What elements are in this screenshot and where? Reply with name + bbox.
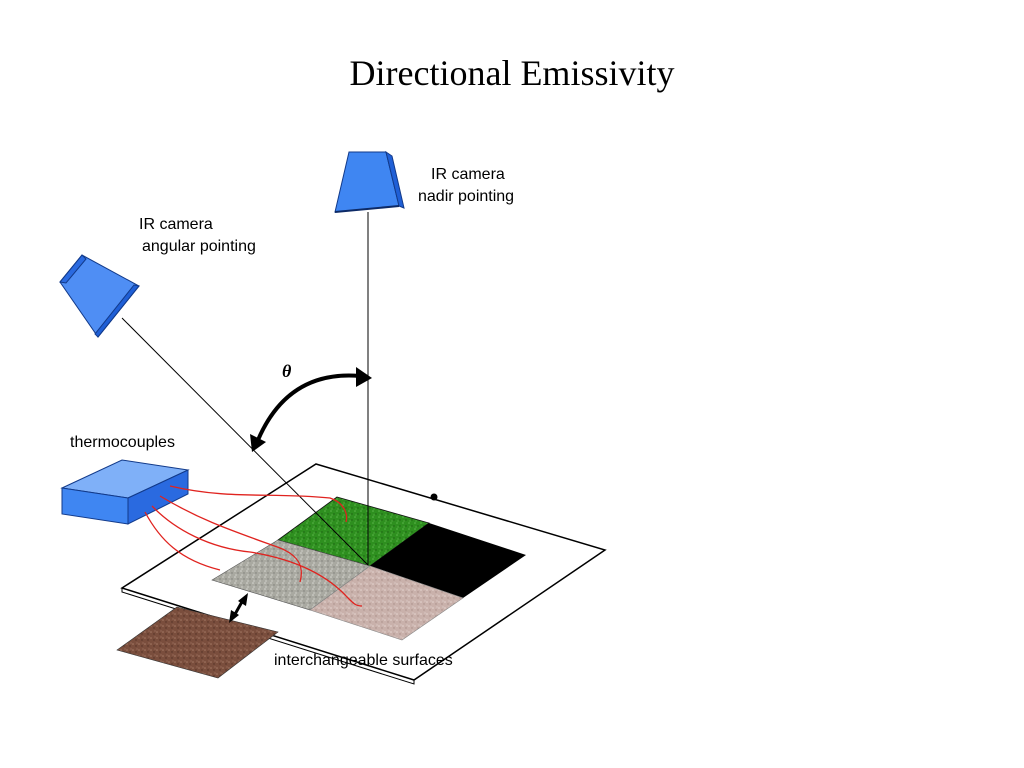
nadir-camera-label-line1: IR camera bbox=[431, 166, 505, 183]
brown-surface bbox=[116, 606, 279, 679]
angular-view-line bbox=[121, 317, 369, 566]
nadir-camera-label-line2: nadir pointing bbox=[418, 188, 515, 205]
angular-camera-label: IR camera angular pointing bbox=[139, 214, 256, 258]
theta-label: θ bbox=[282, 361, 292, 381]
surfaces-label: interchangeable surfaces bbox=[274, 652, 453, 669]
thermocouple-wires bbox=[144, 485, 363, 607]
angular-camera-label-line1: IR camera bbox=[139, 216, 213, 233]
nadir-camera-label: IR camera nadir pointing bbox=[418, 164, 514, 208]
thermocouples-label: thermocouples bbox=[70, 434, 175, 451]
thermocouple-box bbox=[60, 459, 190, 525]
page-title: Directional Emissivity bbox=[349, 53, 675, 93]
angular-camera-label-line2: angular pointing bbox=[142, 238, 256, 255]
theta-arrow bbox=[250, 367, 372, 452]
swap-arrow bbox=[229, 593, 248, 623]
angular-camera bbox=[59, 254, 140, 338]
nadir-camera bbox=[334, 150, 405, 213]
pink-surface bbox=[309, 565, 464, 641]
plate-marker bbox=[430, 493, 438, 501]
